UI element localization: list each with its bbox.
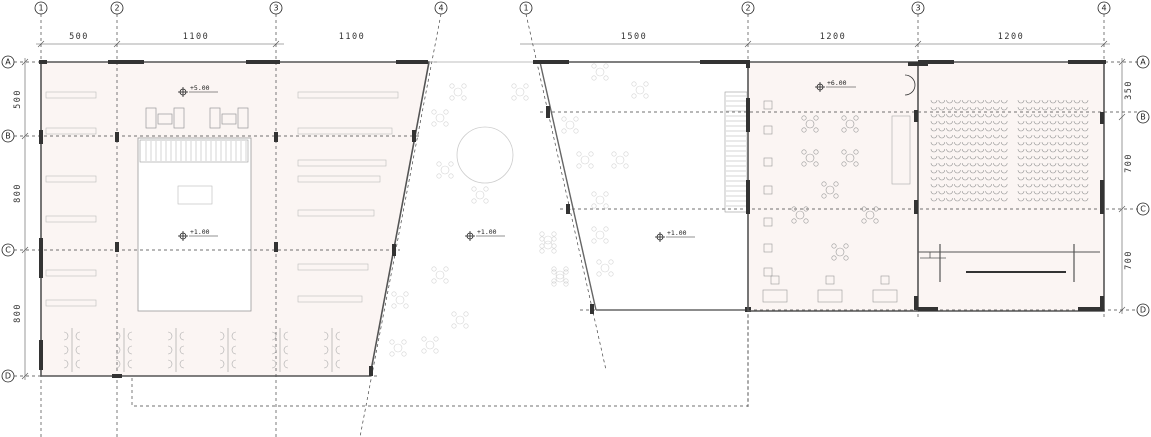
right-auditorium-floor	[918, 62, 1104, 311]
right-hall-floor	[748, 62, 918, 311]
right-facade	[533, 60, 751, 314]
right-axis-markers: 1 2 3 4 A B C D	[519, 1, 1150, 317]
left-atrium	[137, 137, 252, 312]
level-label: +5.00	[190, 84, 210, 92]
dim-label: 1200	[820, 32, 846, 42]
left-axis-markers: 1 2 3 4 A B C D	[1, 1, 448, 383]
connector-line	[131, 310, 749, 407]
level-label: +1.00	[190, 228, 210, 236]
axis-label: 4	[1101, 4, 1106, 13]
level-label: +1.00	[667, 229, 687, 237]
axis-label: A	[5, 58, 11, 67]
axis-label: 2	[745, 4, 750, 13]
axis-label: 3	[273, 4, 278, 13]
cafe-tables	[762, 100, 898, 303]
axis-label: 3	[915, 4, 920, 13]
dim-label: 500	[69, 32, 89, 42]
right-dimensions: 1500 1200 1200 350 700 700	[520, 32, 1134, 314]
axis-label: D	[1140, 306, 1146, 315]
level-marker: +1.00	[465, 228, 505, 241]
auditorium-seats	[930, 99, 1089, 202]
axis-label: 1	[38, 4, 43, 13]
dim-label: 800	[13, 303, 23, 323]
cafe-hall	[724, 60, 928, 312]
dim-label: 700	[1124, 250, 1134, 270]
axis-label: B	[1140, 113, 1146, 122]
dim-label: 1200	[998, 32, 1024, 42]
dim-label: 1100	[339, 32, 365, 42]
dim-label: 700	[1124, 153, 1134, 173]
left-walls	[39, 60, 430, 378]
left-dimensions: 500 1100 1100 500 800 800	[13, 32, 365, 380]
dim-label: 1500	[621, 32, 647, 42]
axis-label: 4	[438, 4, 443, 13]
level-marker: +1.00	[655, 229, 695, 242]
left-lounge-furniture	[145, 107, 249, 129]
level-marker: +1.00	[178, 228, 218, 241]
dim-label: 500	[13, 89, 23, 109]
dim-label: 800	[13, 183, 23, 203]
axis-label: C	[1140, 205, 1146, 214]
level-marker: +5.00	[178, 84, 218, 97]
courtyard	[389, 61, 569, 357]
left-desk-rows	[45, 91, 399, 307]
level-label: +1.00	[477, 228, 497, 236]
level-label: +6.00	[827, 79, 847, 87]
right-open-tables	[539, 63, 649, 287]
axis-label: C	[5, 246, 11, 255]
axis-label: A	[1140, 58, 1146, 67]
axis-label: 2	[114, 4, 119, 13]
left-seating	[63, 328, 341, 372]
auditorium	[918, 60, 1106, 312]
axis-label: B	[5, 132, 11, 141]
axis-label: D	[5, 372, 11, 381]
dim-label: 350	[1124, 80, 1134, 100]
left-stair	[139, 139, 249, 205]
level-marker: +6.00	[815, 79, 856, 92]
axis-label: 1	[523, 4, 528, 13]
dim-label: 1100	[183, 32, 209, 42]
